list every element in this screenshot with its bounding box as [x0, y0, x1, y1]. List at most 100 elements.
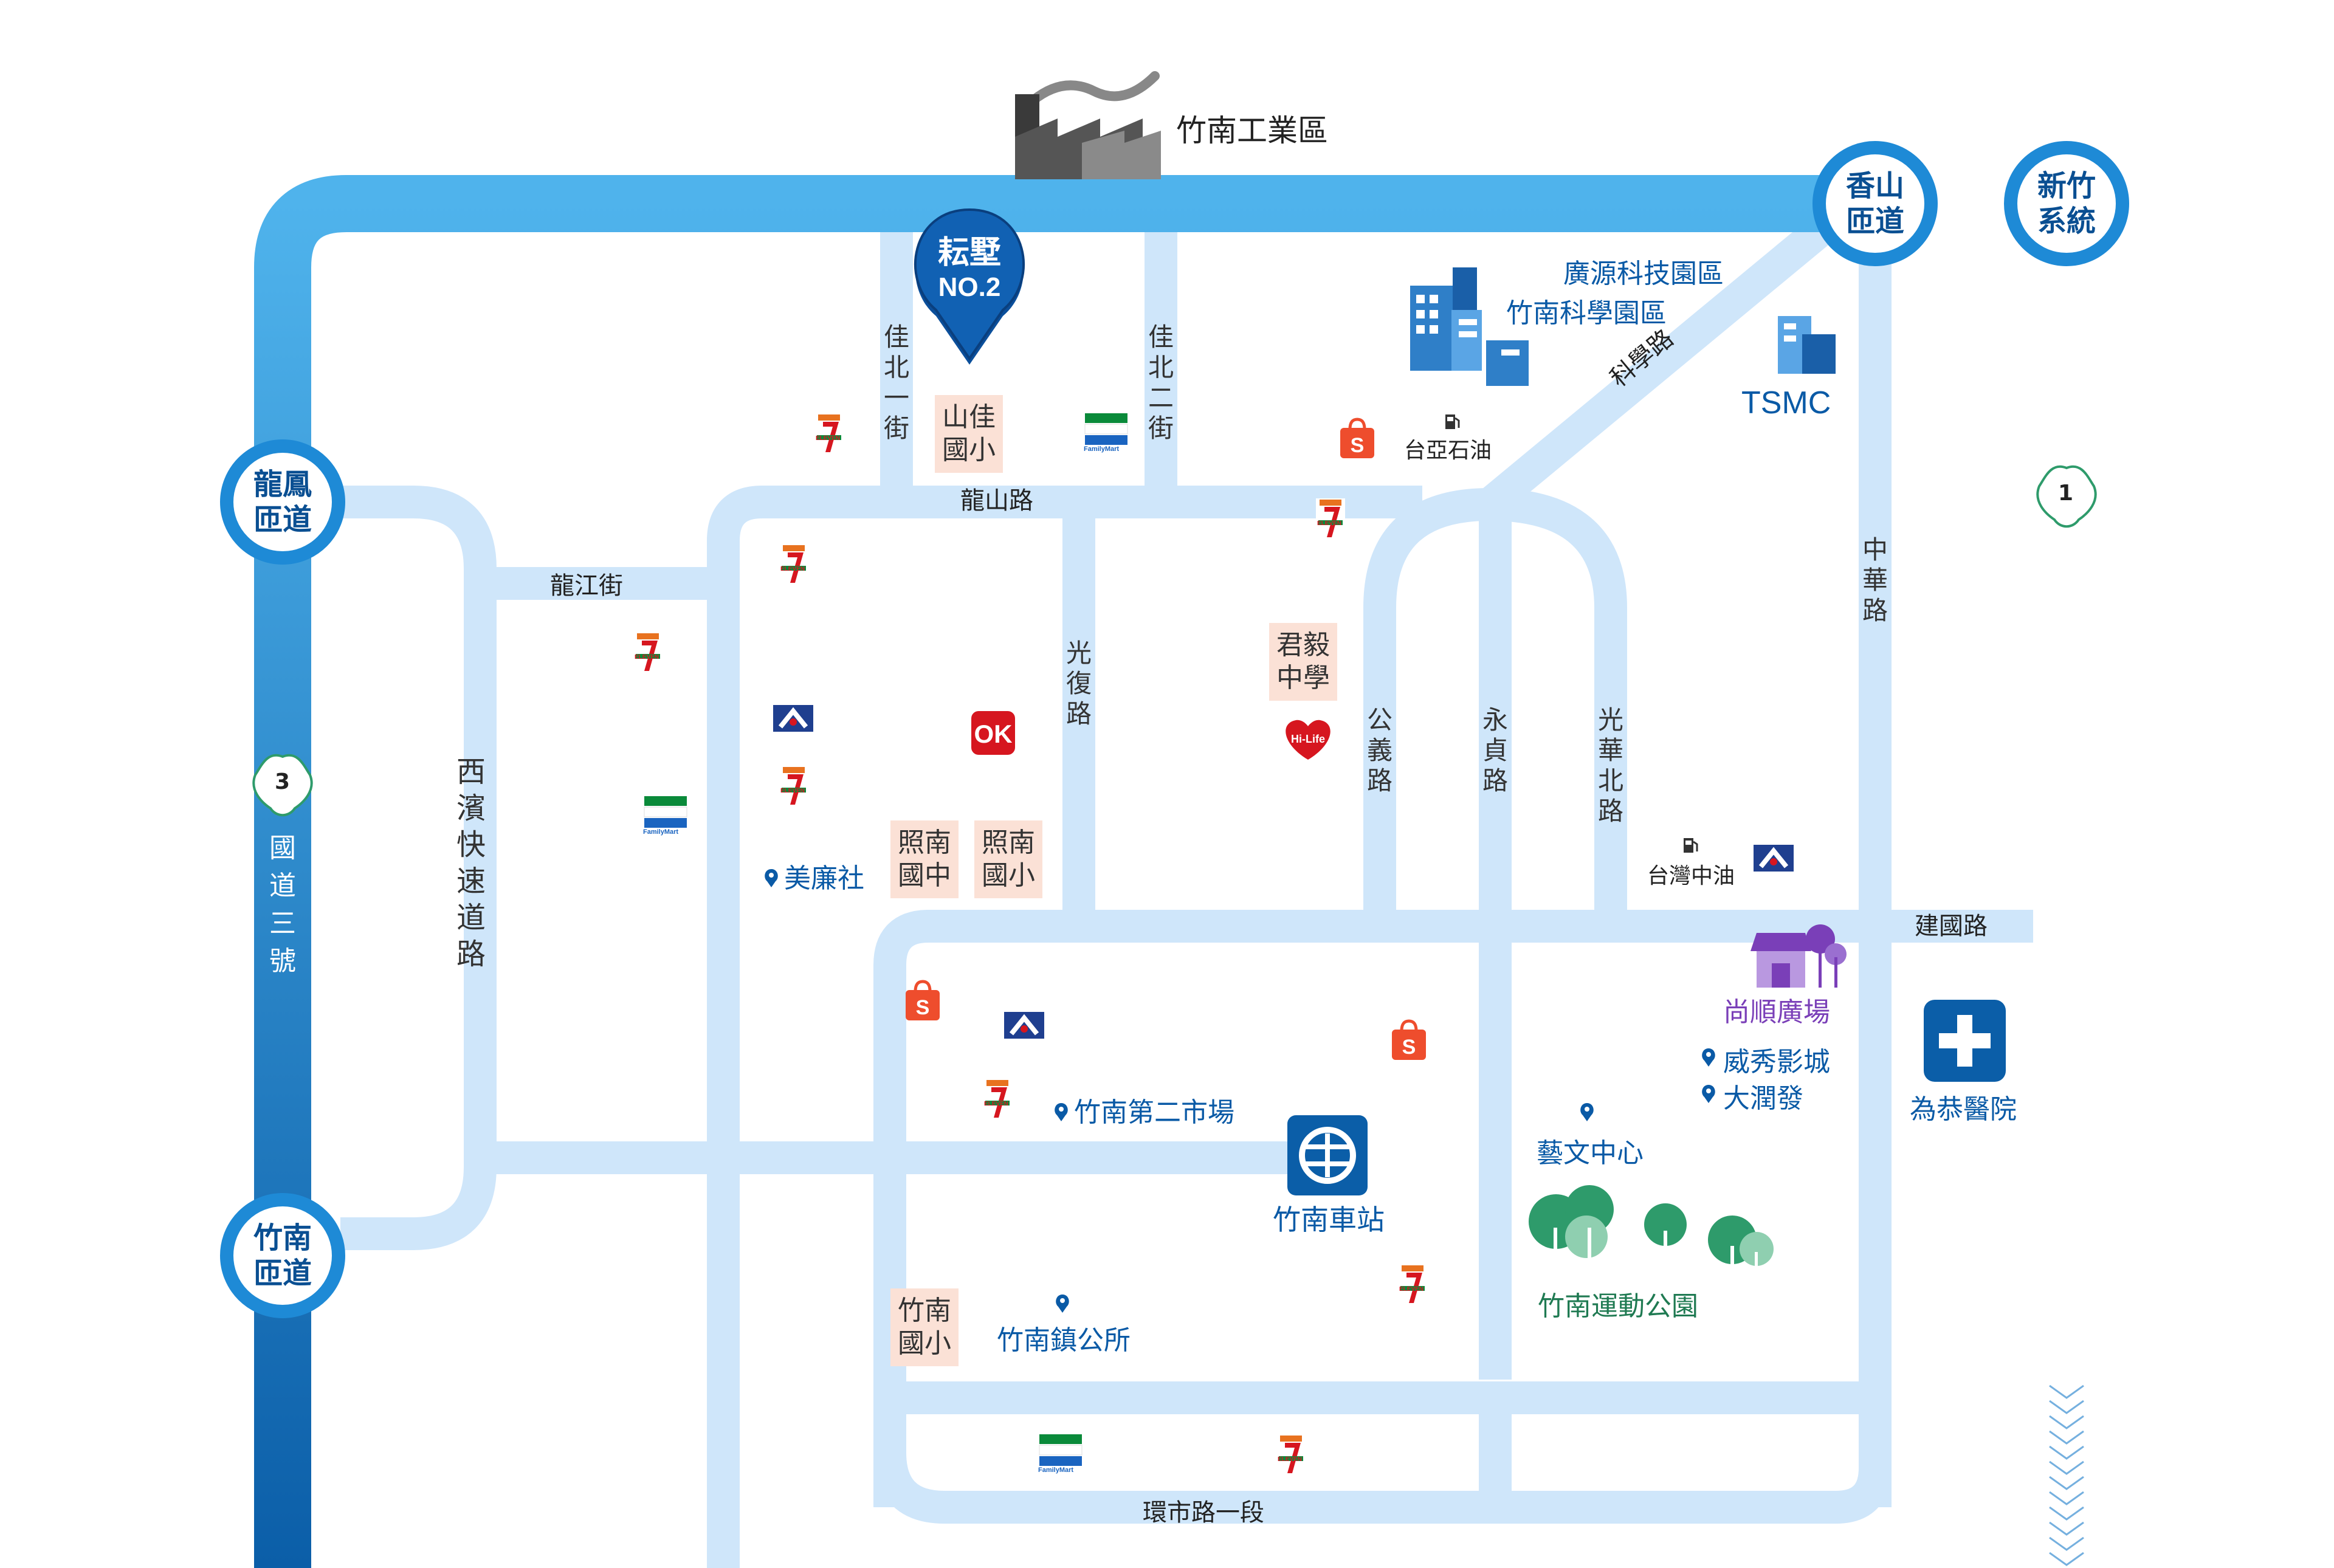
- map-pin-icon: [765, 869, 778, 887]
- road-label-guangfu: 光復路: [1065, 638, 1092, 729]
- road-label-guanghua-north: 光華北路: [1597, 705, 1623, 826]
- mall-icon: [1750, 924, 1847, 988]
- seven-eleven-icon: [779, 544, 808, 584]
- place-hospital[interactable]: 為恭醫院: [1910, 1094, 2017, 1125]
- road-jianguo: [873, 910, 2033, 1507]
- hospital-icon: [1924, 1000, 2006, 1082]
- to-miaoli-label: 往苗栗: [2053, 1225, 2080, 1331]
- interchange-zhunan[interactable]: 竹南匝道: [220, 1193, 345, 1318]
- map-pin-icon: [1702, 1048, 1715, 1067]
- road-label-jianguo: 建國路: [1915, 912, 1988, 940]
- family-mart-label: FamilyMart: [1038, 1467, 1074, 1474]
- map-pin-icon: [1702, 1085, 1715, 1103]
- place-meilian[interactable]: 美廉社: [784, 863, 864, 894]
- place-town-office[interactable]: 竹南鎮公所: [997, 1325, 1131, 1356]
- road-label-gongyi: 公義路: [1366, 705, 1392, 796]
- road-label-jiabei1: 佳北一街: [883, 322, 909, 443]
- road-label-yongzhen: 永貞路: [1482, 705, 1508, 796]
- shopping-bag-icon: S: [1392, 1019, 1426, 1060]
- seven-eleven-label: ELEVEN: [780, 566, 805, 573]
- national-highway-3-shield-icon: [252, 754, 313, 817]
- place-market2[interactable]: 竹南第二市場: [1074, 1097, 1234, 1128]
- seven-eleven-label: ELEVEN: [780, 788, 805, 794]
- place-sports-park[interactable]: 竹南運動公園: [1538, 1291, 1698, 1322]
- location-pin-icon: [914, 208, 1025, 365]
- seven-eleven-icon: [983, 1079, 1012, 1119]
- local-roads: [340, 200, 2033, 1568]
- national3-name: 國道三號: [269, 833, 296, 977]
- seven-eleven-label: ELEVEN: [1278, 1456, 1303, 1463]
- park-trees-icon: [1529, 1185, 1774, 1285]
- svg-text:OK: OK: [974, 720, 1013, 748]
- place-cpc-gas[interactable]: 台灣中油: [1647, 864, 1735, 889]
- family-mart-icon: [1039, 1434, 1083, 1466]
- school-shanjia[interactable]: 山佳國小: [935, 395, 1003, 473]
- seven-eleven-icon: [1316, 498, 1345, 538]
- road-label-huanshi: 環市路一段: [1143, 1499, 1264, 1527]
- seven-eleven-icon: [814, 413, 844, 453]
- industrial-zone-label: 竹南工業區: [1176, 113, 1328, 148]
- shopping-bag-icon: S: [1340, 418, 1374, 458]
- national1-name: 國道一號: [2053, 550, 2080, 694]
- map-pin-icon: [1056, 1295, 1069, 1313]
- seven-eleven-label: ELEVEN: [1399, 1286, 1424, 1293]
- seven-eleven-icon: [633, 632, 663, 672]
- national3-shield-number: 3: [275, 769, 291, 794]
- seven-eleven-icon: [1276, 1434, 1306, 1474]
- road-label-xibin: 西濱快速道路: [456, 755, 486, 971]
- ok-mart-icon: OK: [971, 711, 1015, 755]
- school-zhaonan-mid[interactable]: 照南國中: [890, 820, 959, 898]
- place-shangshun[interactable]: 尚順廣場: [1723, 997, 1830, 1028]
- place-vieshow[interactable]: 威秀影城: [1723, 1047, 1830, 1078]
- svg-text:S: S: [916, 996, 930, 1019]
- seven-eleven-label: ELEVEN: [816, 435, 841, 442]
- place-station[interactable]: 竹南車站: [1273, 1203, 1385, 1236]
- science-park-icon: [1410, 267, 1529, 386]
- national-highway-1-shield-icon: [2036, 465, 2097, 528]
- place-tsmc[interactable]: TSMC: [1741, 385, 1831, 421]
- svg-text:S: S: [1402, 1036, 1416, 1059]
- pxmart-icon: [773, 705, 813, 732]
- highways: [254, 0, 2095, 1568]
- svg-text:S: S: [1351, 434, 1365, 457]
- seven-eleven-icon: [1398, 1264, 1427, 1304]
- place-arts-center[interactable]: 藝文中心: [1537, 1138, 1644, 1169]
- pxmart-icon: [1004, 1012, 1044, 1039]
- place-zhunan-science[interactable]: 竹南科學園區: [1506, 298, 1667, 329]
- shopping-bag-icon: S: [906, 980, 940, 1020]
- family-mart-icon: [1084, 413, 1128, 445]
- svg-text:Hi-Life: Hi-Life: [1291, 733, 1325, 745]
- road-label-jiabei2: 佳北二街: [1148, 322, 1174, 443]
- road-label-zhonghua: 中華路: [1862, 535, 1888, 625]
- school-zhaonan-elem[interactable]: 照南國小: [974, 820, 1042, 898]
- road-longshan: [707, 486, 1422, 1568]
- factory-icon: [1015, 71, 1161, 179]
- map-pin-icon: [1580, 1103, 1594, 1121]
- tsmc-building-icon: [1778, 316, 1836, 374]
- interchange-longfeng[interactable]: 龍鳳匝道: [220, 439, 345, 565]
- property-pin-sub: NO.2: [938, 272, 1001, 302]
- place-rtmart[interactable]: 大潤發: [1723, 1083, 1803, 1114]
- pxmart-icon: [1754, 845, 1794, 872]
- seven-eleven-label: ELEVEN: [984, 1101, 1009, 1107]
- road-label-longshan: 龍山路: [960, 487, 1033, 515]
- road-xibin: [340, 486, 497, 1250]
- family-mart-icons: [644, 413, 1128, 1466]
- place-guangyuan[interactable]: 廣源科技園區: [1563, 258, 1724, 289]
- property-pin[interactable]: 耘墅 NO.2: [909, 234, 1030, 303]
- property-pin-name: 耘墅: [937, 235, 1001, 271]
- family-mart-icon: [644, 796, 687, 828]
- interchange-hsinchu-system[interactable]: 新竹系統: [2004, 141, 2129, 266]
- map-pin-icon: [1055, 1103, 1068, 1121]
- school-junyi[interactable]: 君毅中學: [1269, 623, 1337, 701]
- map-pin-icons: [765, 869, 1715, 1313]
- seven-eleven-label: ELEVEN: [635, 654, 659, 661]
- school-zhunan-elem[interactable]: 竹南國小: [890, 1288, 959, 1366]
- place-formosa-gas[interactable]: 台亞石油: [1404, 438, 1492, 463]
- gas-station-icon: [1445, 414, 1460, 429]
- gas-station-icon: [1684, 838, 1698, 853]
- hwy-left: [254, 175, 1875, 1568]
- interchange-xiangshan[interactable]: 香山匝道: [1812, 141, 1938, 266]
- pxmart-icons: [773, 705, 1794, 1039]
